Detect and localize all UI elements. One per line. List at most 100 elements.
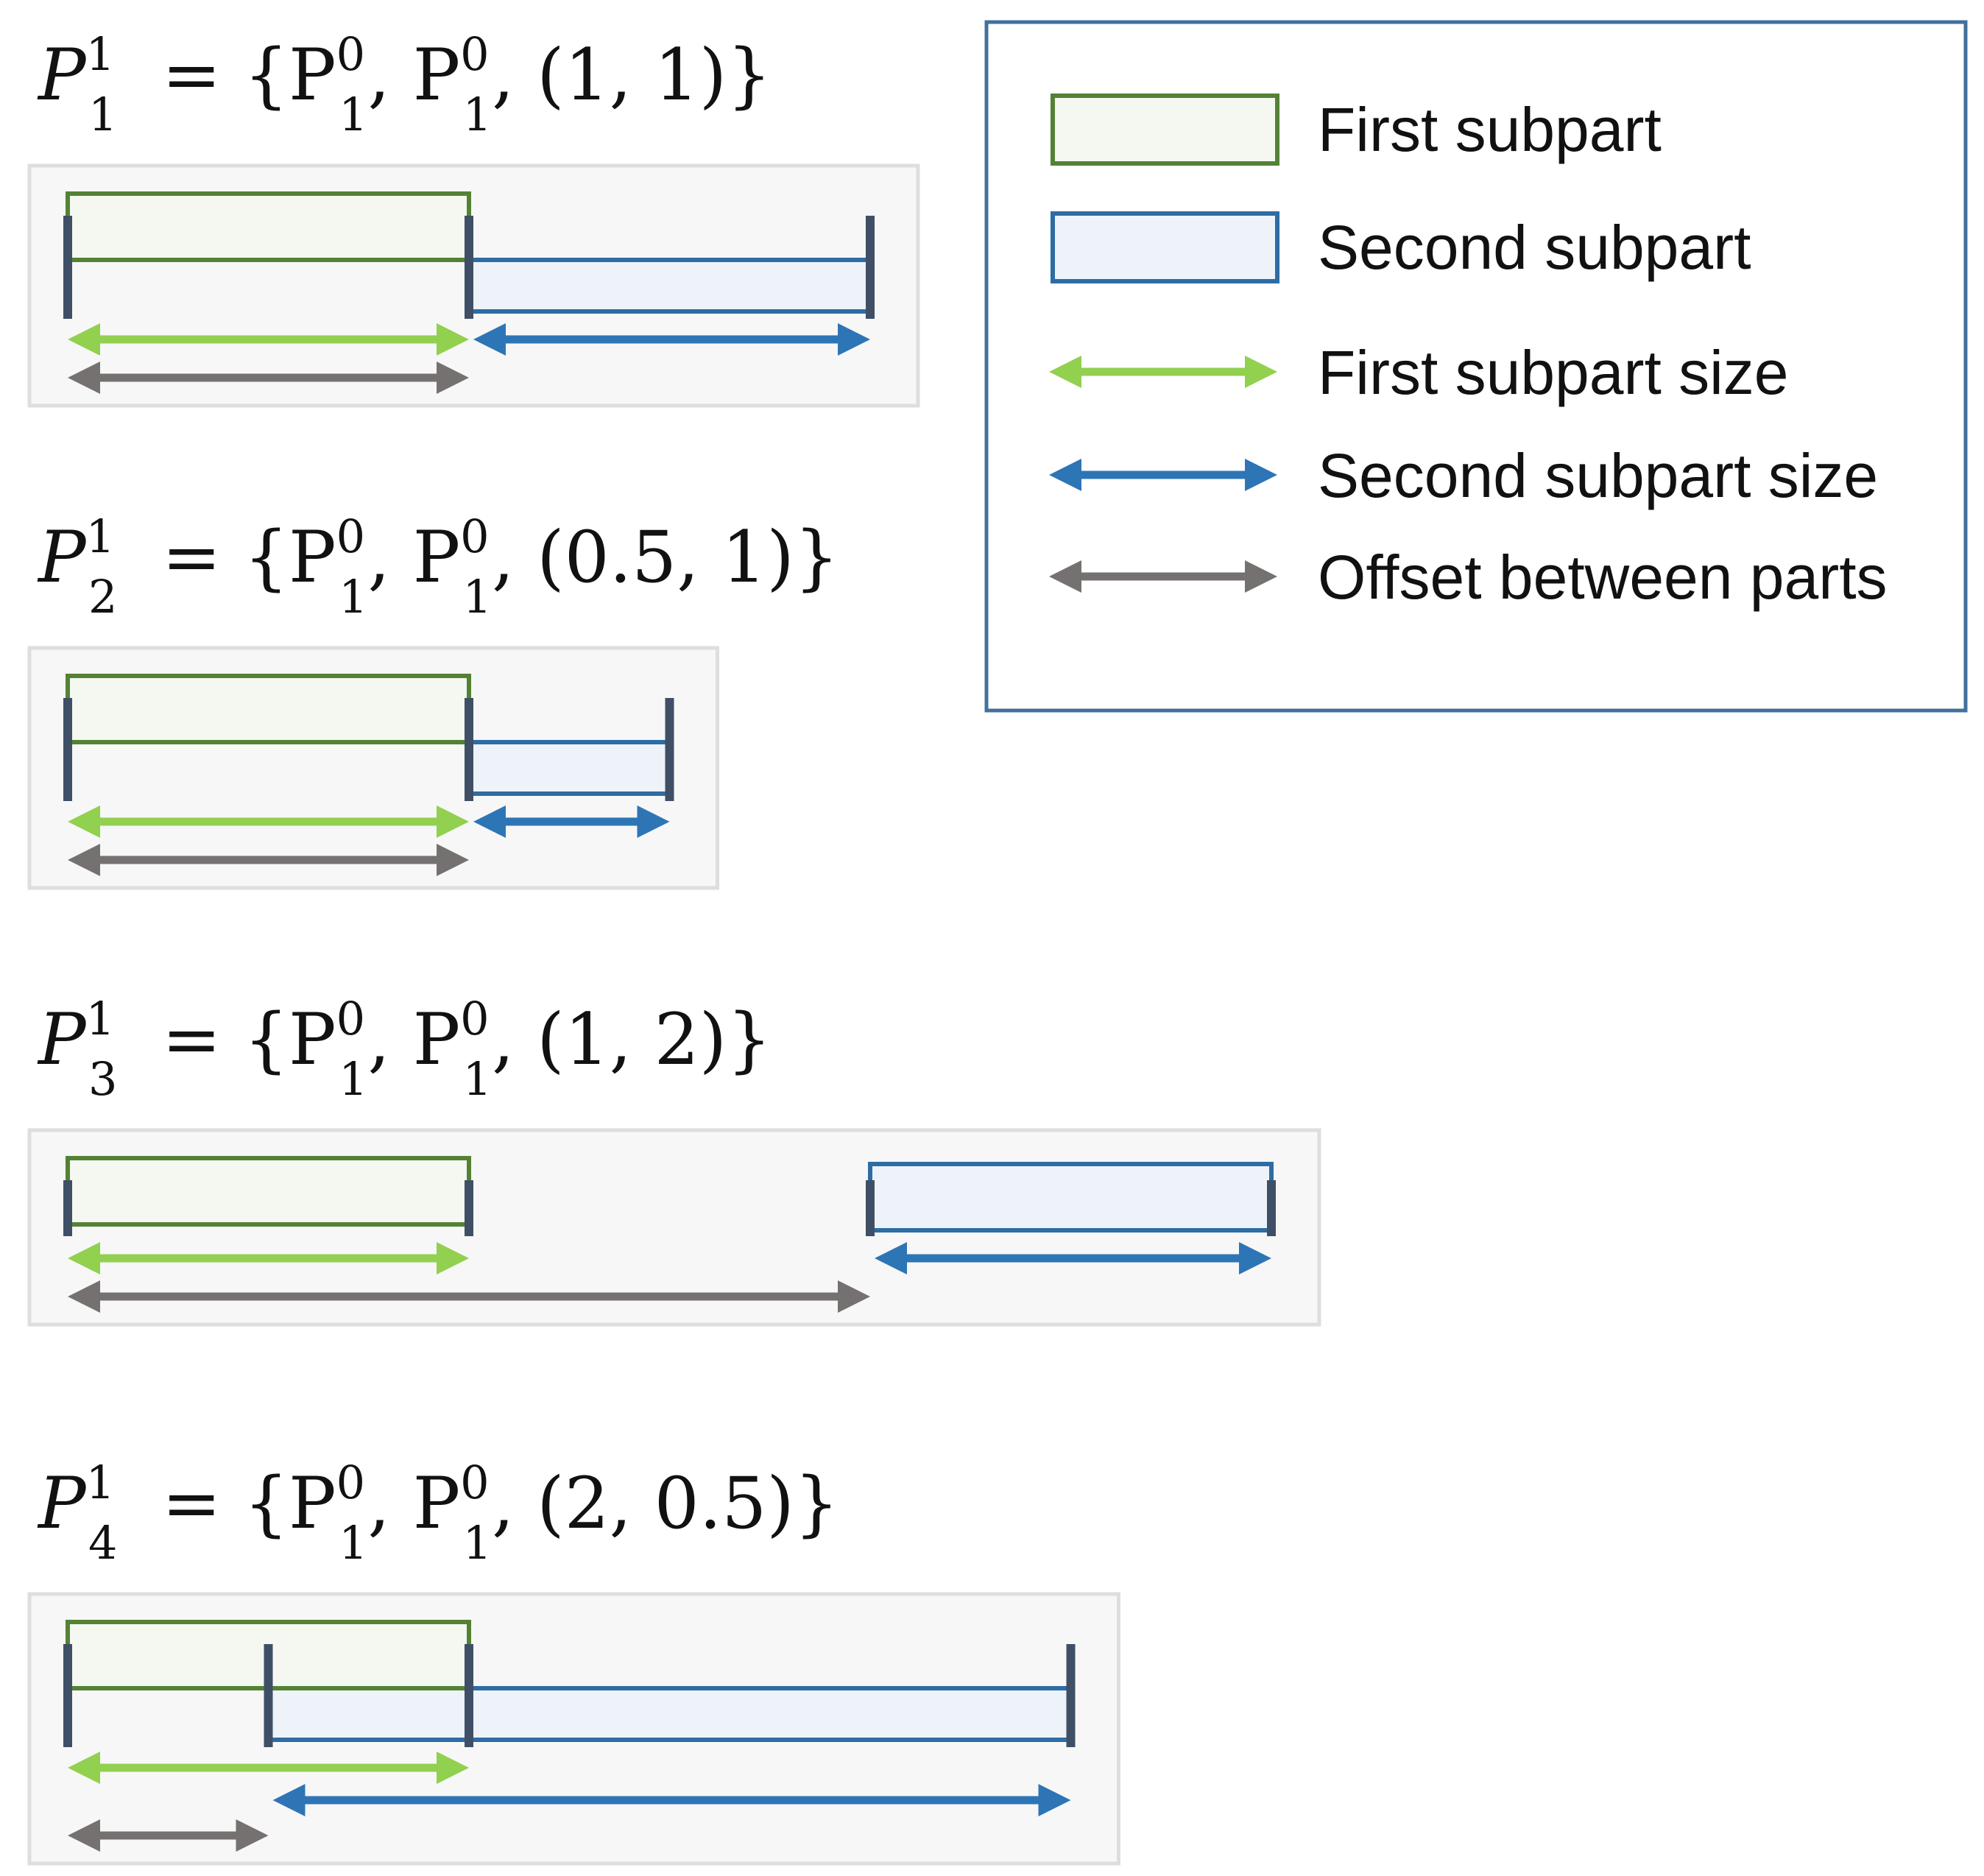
boundary-tick-start [63, 1180, 72, 1236]
second-subpart-box [868, 1162, 1274, 1233]
equation-subscript: 4 [88, 1516, 117, 1570]
offset-arrow-left-head [68, 844, 100, 876]
first-subpart-size-arrow-right-head [437, 1242, 469, 1274]
equation-tuple: , (2, 0.5)} [492, 1462, 839, 1545]
second-subpart-size-arrow-right-head [1239, 1242, 1271, 1274]
first-subpart-size-arrow-right-head [437, 323, 469, 356]
offset-arrow-right-head [236, 1819, 269, 1852]
boundary-tick-start [63, 698, 72, 801]
equation-part-a-sup: 0 [336, 509, 365, 563]
legend-second-subpart-swatch [1051, 211, 1279, 283]
equation-part-b-sub: 1 [463, 1052, 492, 1106]
boundary-tick-first-end [465, 1644, 473, 1747]
offset-arrow [68, 844, 469, 876]
legend-arrow-green-swatch [1049, 356, 1277, 388]
boundary-tick-second-end [665, 698, 674, 801]
boundary-tick-second-end [866, 216, 875, 319]
equation-symbol: P [37, 516, 87, 599]
offset-arrow [68, 362, 469, 394]
second-subpart-size-arrow-right-head [637, 805, 670, 838]
second-subpart-size-arrow [875, 1242, 1271, 1274]
legend-arrow-green-swatch-left-head [1049, 356, 1081, 388]
legend-arrow-green-swatch-right-head [1245, 356, 1277, 388]
equation-symbol: P [37, 1462, 87, 1545]
legend-item-5: Offset between parts [1049, 543, 1888, 612]
second-subpart-size-arrow-right-head [838, 323, 870, 356]
second-subpart-box [266, 1686, 1073, 1742]
equation-subscript: 3 [88, 1052, 117, 1106]
offset-arrow [68, 1280, 870, 1313]
equation-part-b-sub: 1 [463, 570, 492, 624]
second-subpart-size-arrow [272, 1784, 1071, 1816]
second-subpart-size-arrow-left-head [473, 805, 506, 838]
equation-superscript: 1 [86, 509, 115, 563]
legend-item-1: First subpart [1051, 94, 1662, 166]
legend-arrow-gray-swatch-right-head [1245, 560, 1277, 593]
legend-label: Second subpart size [1318, 441, 1878, 510]
equation-part-a-sup: 0 [336, 1456, 365, 1509]
equation-part-a: P [289, 516, 336, 599]
equation-superscript: 1 [86, 27, 115, 81]
first-subpart-size-arrow-left-head [68, 1752, 100, 1784]
equation-open: = { [140, 516, 289, 599]
first-subpart-size-arrow-right-head [437, 805, 469, 838]
legend-arrow-gray-swatch [1049, 560, 1277, 593]
second-subpart-size-arrow [473, 805, 670, 838]
equation-part-a-sup: 0 [336, 27, 365, 81]
first-subpart-box [66, 1156, 471, 1227]
equation-tuple: , (1, 2)} [492, 998, 772, 1081]
equation-symbol: P [37, 998, 87, 1081]
equation-part-b: P [413, 998, 461, 1081]
equation-part-b-sup: 0 [460, 992, 489, 1045]
equation-comma: , [368, 1462, 413, 1545]
equation-part-b: P [413, 516, 461, 599]
first-subpart-box [66, 191, 471, 262]
legend-label: Offset between parts [1318, 543, 1888, 612]
boundary-tick-first-end [465, 1180, 473, 1236]
equation-symbol: P [37, 34, 87, 116]
equation-superscript: 1 [86, 992, 115, 1045]
boundary-tick-second-start [264, 1644, 273, 1747]
equation-tuple: , (0.5, 1)} [492, 516, 839, 599]
second-subpart-size-arrow-left-head [875, 1242, 907, 1274]
first-subpart-size-arrow-right-head [437, 1752, 469, 1784]
legend-arrow-blue-swatch [1049, 459, 1277, 491]
equation-part-b-sup: 0 [460, 1456, 489, 1509]
first-subpart-size-arrow [68, 1752, 469, 1784]
legend-label: Second subpart [1318, 213, 1751, 282]
offset-arrow-left-head [68, 1280, 100, 1313]
first-subpart-box [66, 674, 471, 744]
equation-part-a-sub: 1 [339, 570, 367, 624]
legend-item-4: Second subpart size [1049, 441, 1878, 510]
boundary-tick-start [63, 1644, 72, 1747]
first-subpart-size-arrow-left-head [68, 323, 100, 356]
equation-subscript: 1 [88, 88, 117, 141]
legend-first-subpart-swatch [1051, 94, 1279, 166]
boundary-tick-first-end [465, 216, 473, 319]
first-subpart-size-arrow [68, 323, 469, 356]
equation-part-a: P [289, 1462, 336, 1545]
equation-comma: , [368, 516, 413, 599]
first-subpart-size-arrow-left-head [68, 1242, 100, 1274]
boundary-tick-second-start [866, 1180, 875, 1236]
equation-part-b-sup: 0 [460, 27, 489, 81]
offset-arrow-left-head [68, 1819, 100, 1852]
equation-part-a: P [289, 998, 336, 1081]
legend-label: First subpart size [1318, 338, 1789, 407]
equation-tuple: , (1, 1)} [492, 34, 772, 116]
second-subpart-box [467, 258, 872, 314]
equation-part-a-sup: 0 [336, 992, 365, 1045]
equation-superscript: 1 [86, 1456, 115, 1509]
equation-comma: , [368, 34, 413, 116]
first-subpart-size-arrow-left-head [68, 805, 100, 838]
offset-arrow [68, 1819, 269, 1852]
